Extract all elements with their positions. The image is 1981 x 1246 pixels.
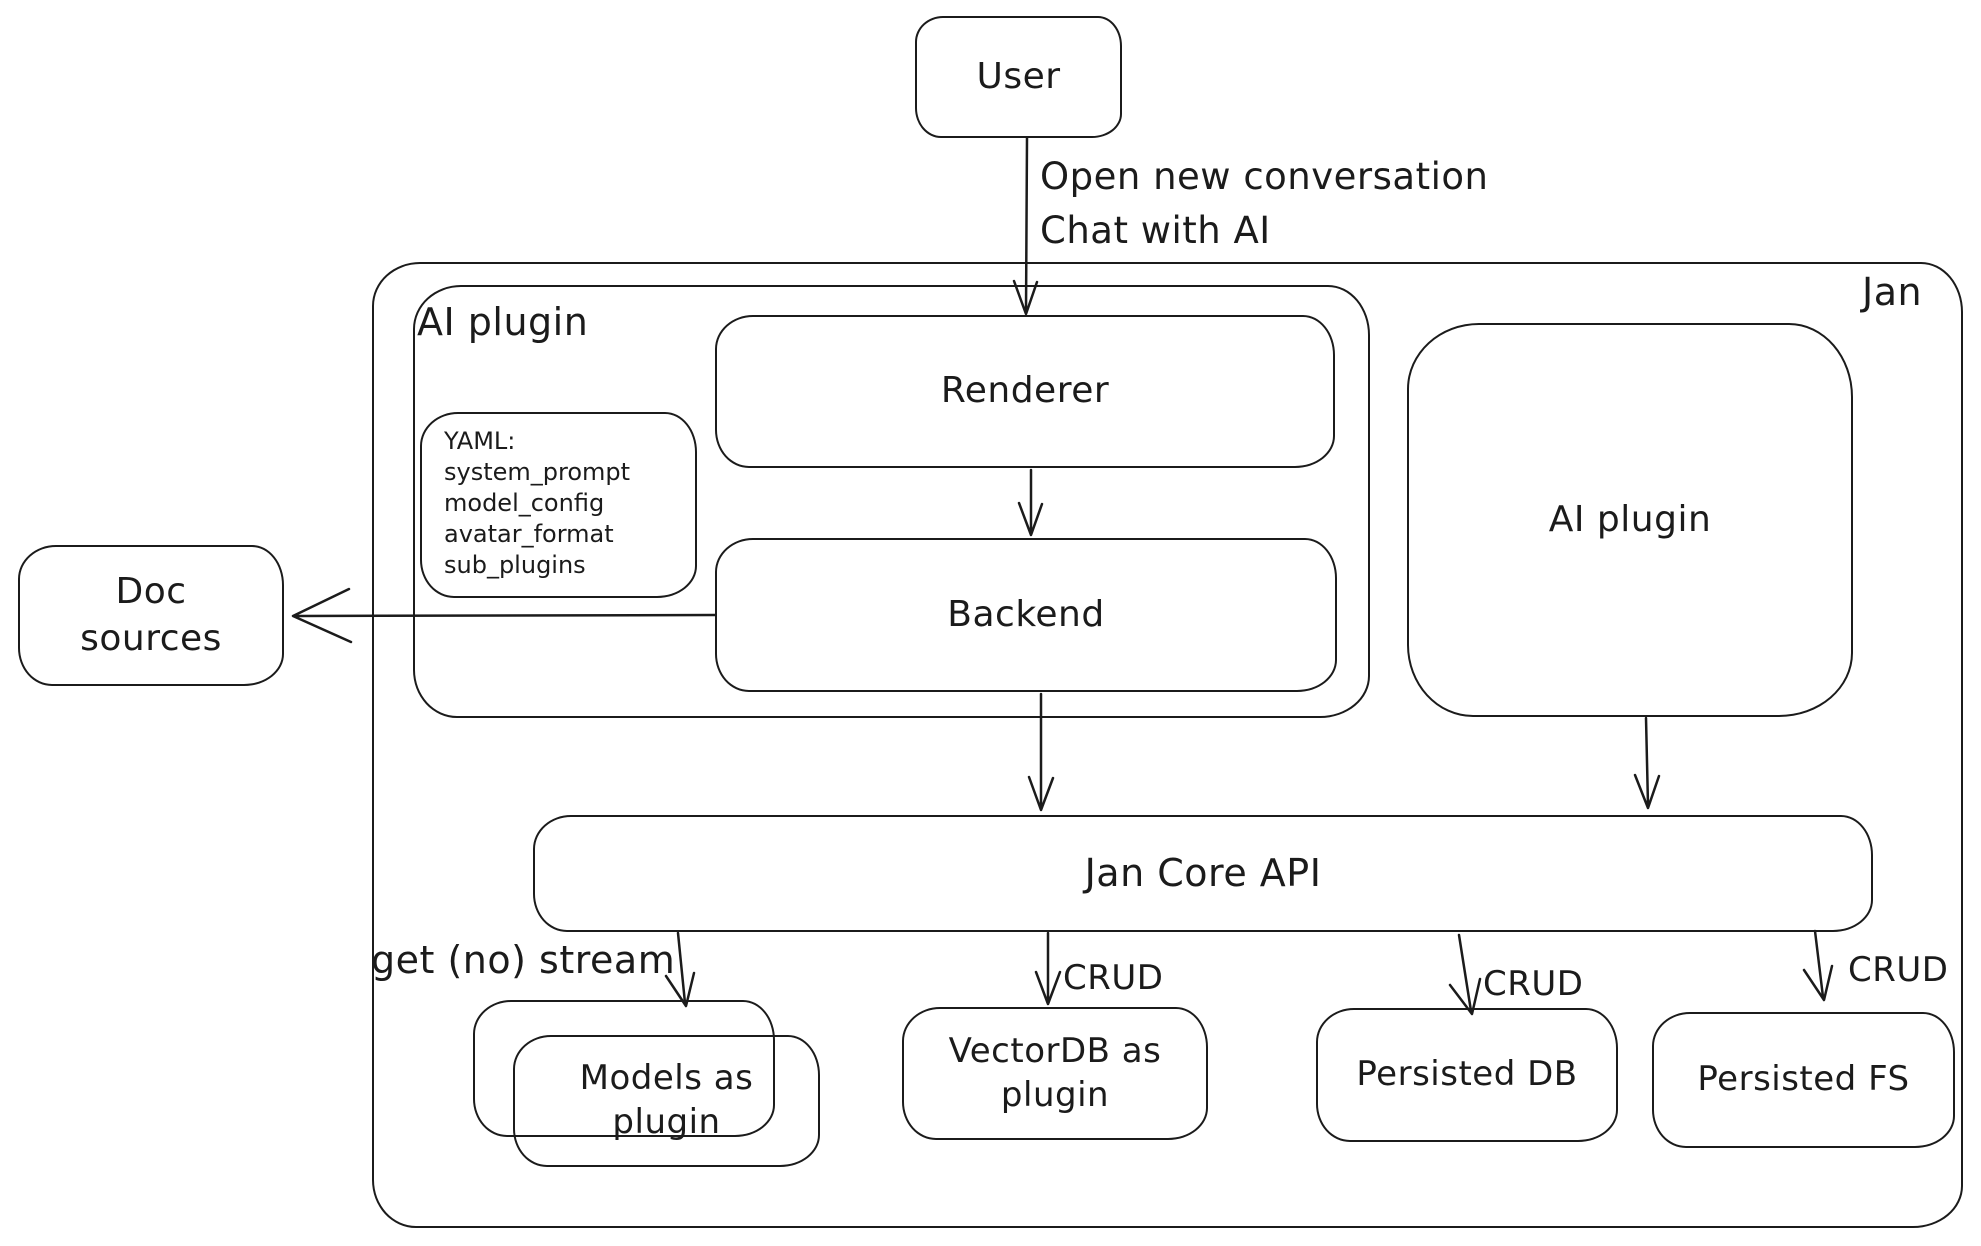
yaml-note-box: YAML: system_prompt model_config avatar_…	[420, 412, 697, 598]
doc-sources-node-label: Doc sources	[80, 571, 222, 659]
yaml-note-line: avatar_format	[444, 520, 614, 548]
persisted-fs-node: Persisted FS	[1652, 1012, 1955, 1148]
backend-node-label: Backend	[947, 593, 1105, 635]
backend-node: Backend	[715, 538, 1337, 692]
jan-container-box	[372, 262, 1963, 1228]
get-stream-edge-label: get (no) stream	[371, 938, 676, 982]
crud-persisted-db-edge-label: CRUD	[1483, 964, 1584, 1004]
renderer-node: Renderer	[715, 315, 1335, 468]
user-flow-edge-label-line: Open new conversation	[1040, 155, 1489, 198]
persisted-fs-node-label: Persisted FS	[1697, 1059, 1910, 1100]
renderer-node-label: Renderer	[940, 370, 1110, 412]
user-node: User	[915, 16, 1122, 138]
jan-container-label: Jan	[1862, 270, 1923, 314]
user-flow-edge-label-line: Chat with AI	[1040, 209, 1271, 252]
user-flow-edge-label: Open new conversation Chat with AI	[1040, 150, 1488, 258]
crud-vectordb-edge-label: CRUD	[1063, 958, 1164, 998]
yaml-note-line: model_config	[444, 489, 605, 517]
user-node-label: User	[976, 55, 1061, 97]
crud-persisted-fs-edge-label: CRUD	[1848, 950, 1949, 990]
models-plugin-node-label: Models as plugin	[579, 1058, 754, 1142]
yaml-note-line: sub_plugins	[444, 551, 586, 579]
doc-sources-node: Doc sources	[18, 545, 284, 686]
jan-core-api-node-label: Jan Core API	[1084, 851, 1322, 896]
vectordb-plugin-node: VectorDB as plugin	[902, 1007, 1208, 1140]
ai-plugin-left-label: AI plugin	[417, 300, 589, 344]
ai-plugin-right-node-label: AI plugin	[1548, 498, 1712, 540]
ai-plugin-right-node: AI plugin	[1407, 323, 1853, 717]
yaml-note-line: system_prompt	[444, 458, 631, 486]
persisted-db-node-label: Persisted DB	[1356, 1054, 1578, 1095]
vectordb-plugin-node-label: VectorDB as plugin	[948, 1030, 1162, 1115]
models-plugin-back-box	[473, 1000, 775, 1137]
yaml-note-line: YAML:	[444, 427, 516, 455]
jan-core-api-node: Jan Core API	[533, 815, 1873, 932]
ai-plugin-left-container-box	[413, 285, 1370, 718]
models-plugin-node: Models as plugin	[513, 1035, 820, 1167]
persisted-db-node: Persisted DB	[1316, 1008, 1618, 1142]
